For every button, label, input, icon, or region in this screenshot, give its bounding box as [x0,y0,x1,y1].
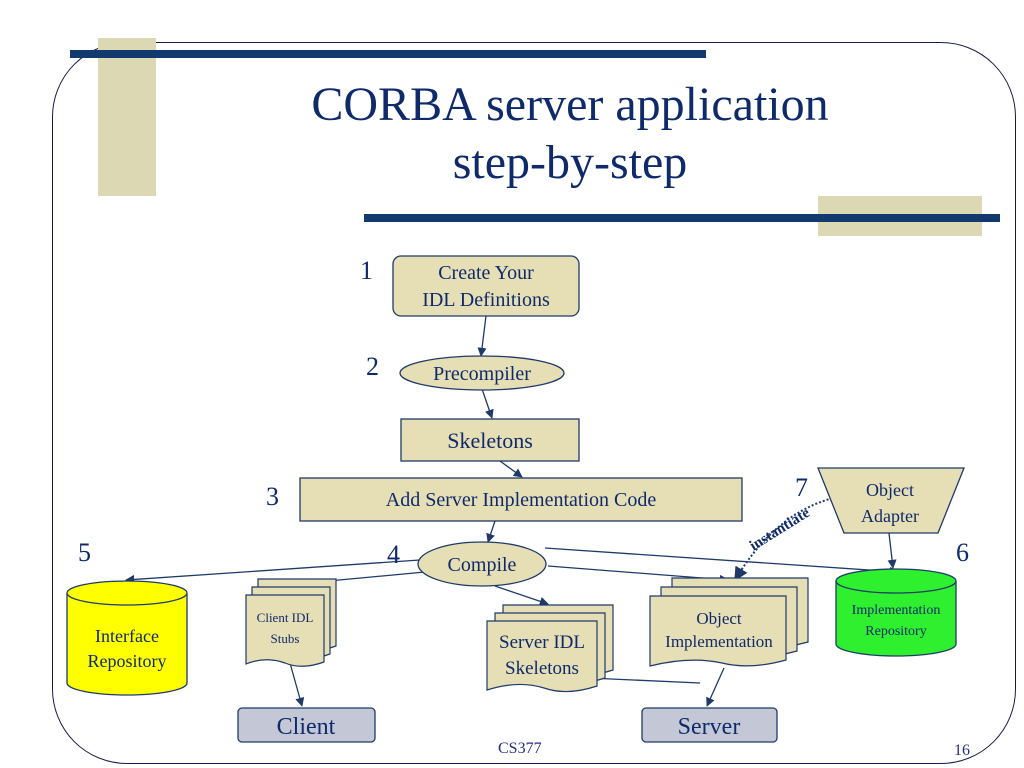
node-precompiler: Precompiler [399,355,565,391]
node-client: Client [237,707,376,743]
node-object-adapter: Object Adapter [817,467,965,534]
step-number-3: 3 [266,482,279,511]
step-numbers: 1 2 3 4 5 6 7 [78,256,969,569]
node-object-implementation: Object Implementation [649,577,809,667]
deco-tan-block-left [98,38,156,196]
server-skeletons-line-1: Server IDL [499,632,585,653]
title-line-2: step-by-step [452,136,688,189]
edge-compile-to-interface-repo [125,559,421,584]
create-idl-line-2: IDL Definitions [422,289,550,311]
object-adapter-line-2: Adapter [861,506,919,526]
edge-precompiler-to-skeletons [481,388,494,419]
edge-adapter-to-impl-repo [887,532,897,569]
instantiate-label: instantiate [747,505,813,555]
object-adapter-line-1: Object [866,480,914,500]
server-label: Server [678,714,741,740]
step-number-1: 1 [360,256,373,285]
skeletons-label: Skeletons [447,428,533,453]
step-number-7: 7 [795,473,808,502]
step-number-2: 2 [366,352,379,381]
deco-bar-top [70,50,706,58]
step-number-6: 6 [956,538,969,567]
node-implementation-repository: Implementation Repository [835,568,957,657]
client-stubs-line-2: Stubs [271,631,300,646]
add-server-code-label: Add Server Implementation Code [386,489,657,511]
compile-label: Compile [448,554,517,576]
interface-repo-line-1: Interface [95,626,159,646]
object-impl-line-1: Object [696,609,742,628]
client-label: Client [277,714,336,740]
edge-compile-to-impl-repo [544,547,899,576]
node-create-idl: Create Your IDL Definitions [392,255,580,317]
node-add-server-code: Add Server Implementation Code [299,477,743,522]
page-number: 16 [954,742,970,759]
slide-title: CORBA server application step-by-step [230,76,910,192]
node-client-idl-stubs: Client IDL Stubs [245,578,337,667]
client-stubs-line-1: Client IDL [257,610,314,625]
node-server: Server [641,707,778,743]
interface-repo-line-2: Repository [88,651,167,671]
step-number-5: 5 [78,538,91,567]
node-interface-repository: Interface Repository [66,580,188,696]
edge-addcode-to-compile [486,520,496,543]
impl-repo-line-1: Implementation [852,603,941,618]
server-skeletons-line-2: Skeletons [505,658,579,679]
node-skeletons: Skeletons [400,418,580,462]
precompiler-label: Precompiler [433,363,531,385]
impl-repo-line-2: Repository [865,624,926,639]
edge-stubs-to-client [289,662,305,707]
edge-instantiate [734,494,849,582]
edge-idl-to-precompiler [477,315,487,357]
object-impl-line-2: Implementation [665,632,773,651]
node-compile: Compile [417,541,547,587]
footer-course: CS377 [498,740,542,757]
step-number-4: 4 [387,540,400,569]
slide-frame [52,42,1016,764]
edge-skeletons-to-addcode [499,460,523,478]
create-idl-line-1: Create Your [438,262,534,284]
edge-compile-to-server-skeletons [494,585,549,606]
node-server-idl-skeletons: Server IDL Skeletons [486,604,614,693]
title-line-1: CORBA server application [311,78,829,131]
edge-impl-to-server [706,667,725,707]
deco-bar-bottom [364,214,1000,222]
